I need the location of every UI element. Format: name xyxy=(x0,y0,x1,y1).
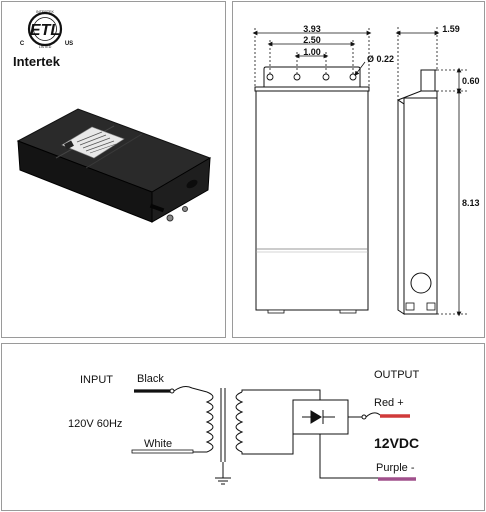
power-supply-photo xyxy=(16,108,212,223)
voltage-label: 120V 60Hz xyxy=(68,418,122,430)
product-photo-svg: ETL INTERTEK LISTED C US Intertek xyxy=(13,10,212,223)
front-view xyxy=(254,66,370,314)
etl-ring-top-text: INTERTEK xyxy=(36,10,54,14)
etl-certification-logo: ETL INTERTEK LISTED C US Intertek xyxy=(13,10,73,69)
knockout-hole xyxy=(410,272,432,294)
body-height-label: 8.13 xyxy=(462,198,480,208)
tab-height-label: 0.60 xyxy=(462,76,480,86)
vdc-label: 12VDC xyxy=(374,435,419,451)
mount-hole xyxy=(349,73,357,81)
mount-hole xyxy=(322,73,330,81)
red-wire-label: Red + xyxy=(374,397,404,409)
side-dimensions xyxy=(395,27,469,317)
dimension-drawing-svg: 3.93 2.50 1.00 Ø 0.22 xyxy=(252,24,480,317)
intertek-brand-text: Intertek xyxy=(13,54,61,69)
hole-span-outer-label: 2.50 xyxy=(303,35,321,45)
input-label: INPUT xyxy=(80,374,113,386)
ground-symbol xyxy=(215,462,231,485)
etl-us-text: US xyxy=(65,41,73,47)
black-wire-label: Black xyxy=(137,373,164,385)
overall-width-label: 3.93 xyxy=(303,24,321,34)
etl-mark-text: ETL xyxy=(30,22,60,39)
white-wire-label: White xyxy=(144,438,172,450)
dimension-drawing-panel: 3.93 2.50 1.00 Ø 0.22 xyxy=(232,1,485,338)
mount-hole xyxy=(266,73,274,81)
white-wire xyxy=(131,449,194,454)
purple-wire-label: Purple - xyxy=(376,462,415,474)
depth-label: 1.59 xyxy=(442,24,460,34)
etl-c-text: C xyxy=(20,41,25,47)
horizontal-dimensions xyxy=(252,28,372,88)
transformer-secondary xyxy=(235,389,321,455)
product-photo-panel: ETL INTERTEK LISTED C US Intertek xyxy=(1,1,226,338)
etl-ring-bottom-text: LISTED xyxy=(39,45,52,49)
hole-diameter-label: Ø 0.22 xyxy=(367,54,394,64)
output-label: OUTPUT xyxy=(374,369,420,381)
hole-span-inner-label: 1.00 xyxy=(303,47,321,57)
mount-hole xyxy=(293,73,301,81)
wiring-schematic-svg: INPUT Black 120V 60Hz White xyxy=(68,369,420,485)
transformer-primary xyxy=(169,386,214,453)
wiring-schematic-panel: INPUT Black 120V 60Hz White xyxy=(1,343,485,511)
rectifier-bridge xyxy=(292,399,381,479)
side-view xyxy=(396,69,438,315)
